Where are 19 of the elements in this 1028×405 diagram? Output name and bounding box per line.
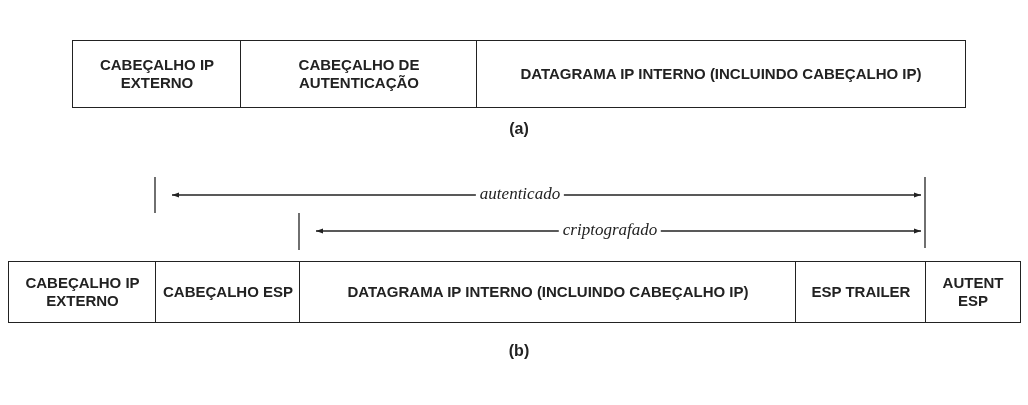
panel-caption: (b) (508, 342, 530, 361)
header-field-box (240, 40, 478, 108)
header-field-box (8, 261, 157, 323)
field-label: DATAGRAMA IP INTERNO (INCLUINDO CABEÇALHO IP) (347, 283, 749, 301)
field-label: CABEÇALHO DE AUTENTICAÇÃO (297, 56, 421, 92)
dimension-label: criptografado (558, 220, 662, 240)
field-label: CABEÇALHO ESP (163, 283, 293, 301)
field-label: DATAGRAMA IP INTERNO (INCLUINDO CABEÇALHO IP) (520, 65, 922, 83)
field-label: CABEÇALHO IP EXTERNO (98, 56, 216, 92)
header-field-box (795, 261, 927, 323)
header-field-box (925, 261, 1021, 323)
field-label: ESP TRAILER (811, 283, 911, 301)
header-field-box (155, 261, 301, 323)
field-label: AUTENT ESP (941, 274, 1005, 310)
header-field-box (476, 40, 966, 108)
field-label: CABEÇALHO IP EXTERNO (24, 274, 141, 310)
header-field-box (72, 40, 242, 108)
panel-caption: (a) (509, 120, 529, 139)
header-field-box (299, 261, 797, 323)
